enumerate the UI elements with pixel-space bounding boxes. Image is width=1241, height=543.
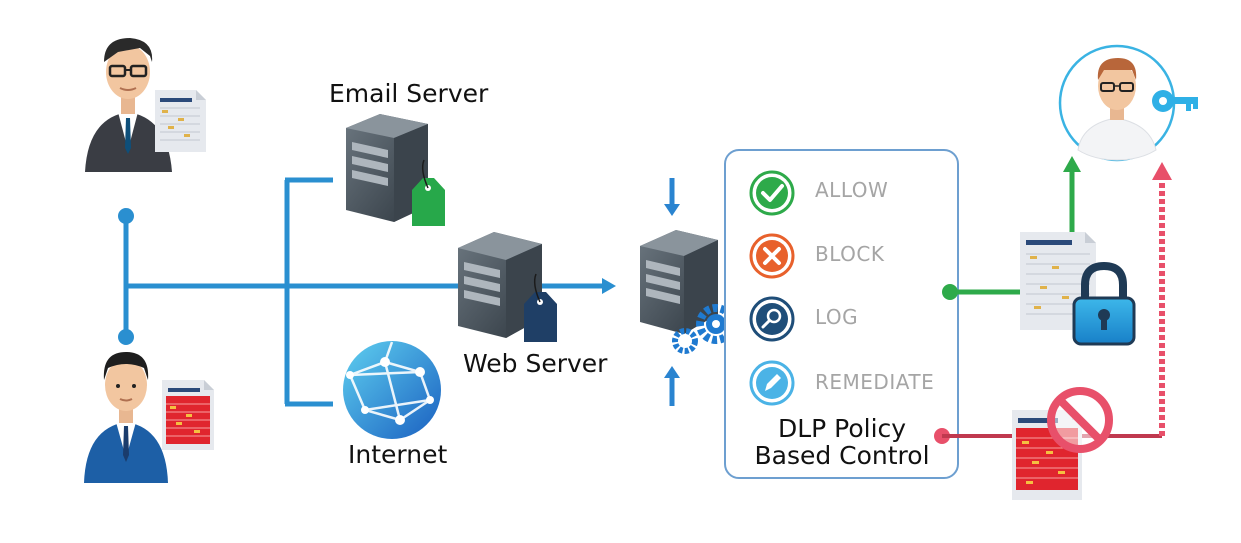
policy-item-remediate: REMEDIATE: [749, 360, 934, 406]
policy-item-allow: ALLOW: [749, 170, 888, 216]
dlp-policy-title-line2: Based Control: [754, 441, 929, 470]
policy-item-block: BLOCK: [749, 233, 885, 279]
bottom-user-sensitive-document-icon: [162, 380, 214, 450]
lock-icon: [1072, 261, 1136, 346]
dlp-server-icon: [640, 230, 718, 334]
web-server-label: Web Server: [463, 349, 608, 378]
web-server-icon: [458, 232, 542, 338]
email-to-dlp-flow: [461, 177, 680, 216]
policy-item-log: LOG: [749, 296, 858, 342]
key-icon: [1152, 90, 1198, 112]
internet-globe-icon: [343, 341, 441, 439]
prohibited-icon: [1047, 387, 1113, 453]
internet-to-dlp-flow: [461, 366, 680, 407]
top-user-document-icon: [155, 90, 206, 152]
bottom-user-avatar: [84, 352, 168, 483]
svg-text:ALLOW: ALLOW: [815, 178, 888, 202]
recipient-avatar: [1058, 44, 1176, 162]
top-user-avatar: [85, 38, 172, 172]
web-server-tag-icon: [524, 273, 557, 342]
email-server-icon: [346, 114, 428, 222]
svg-text:LOG: LOG: [815, 305, 858, 329]
svg-text:REMEDIATE: REMEDIATE: [815, 370, 934, 394]
svg-text:BLOCK: BLOCK: [815, 242, 885, 266]
web-to-dlp-arrowhead: [602, 278, 616, 294]
dlp-policy-title-line1: DLP Policy: [778, 414, 906, 443]
internet-label: Internet: [348, 440, 447, 469]
email-server-label: Email Server: [329, 79, 489, 108]
email-server-tag-icon: [412, 159, 445, 226]
